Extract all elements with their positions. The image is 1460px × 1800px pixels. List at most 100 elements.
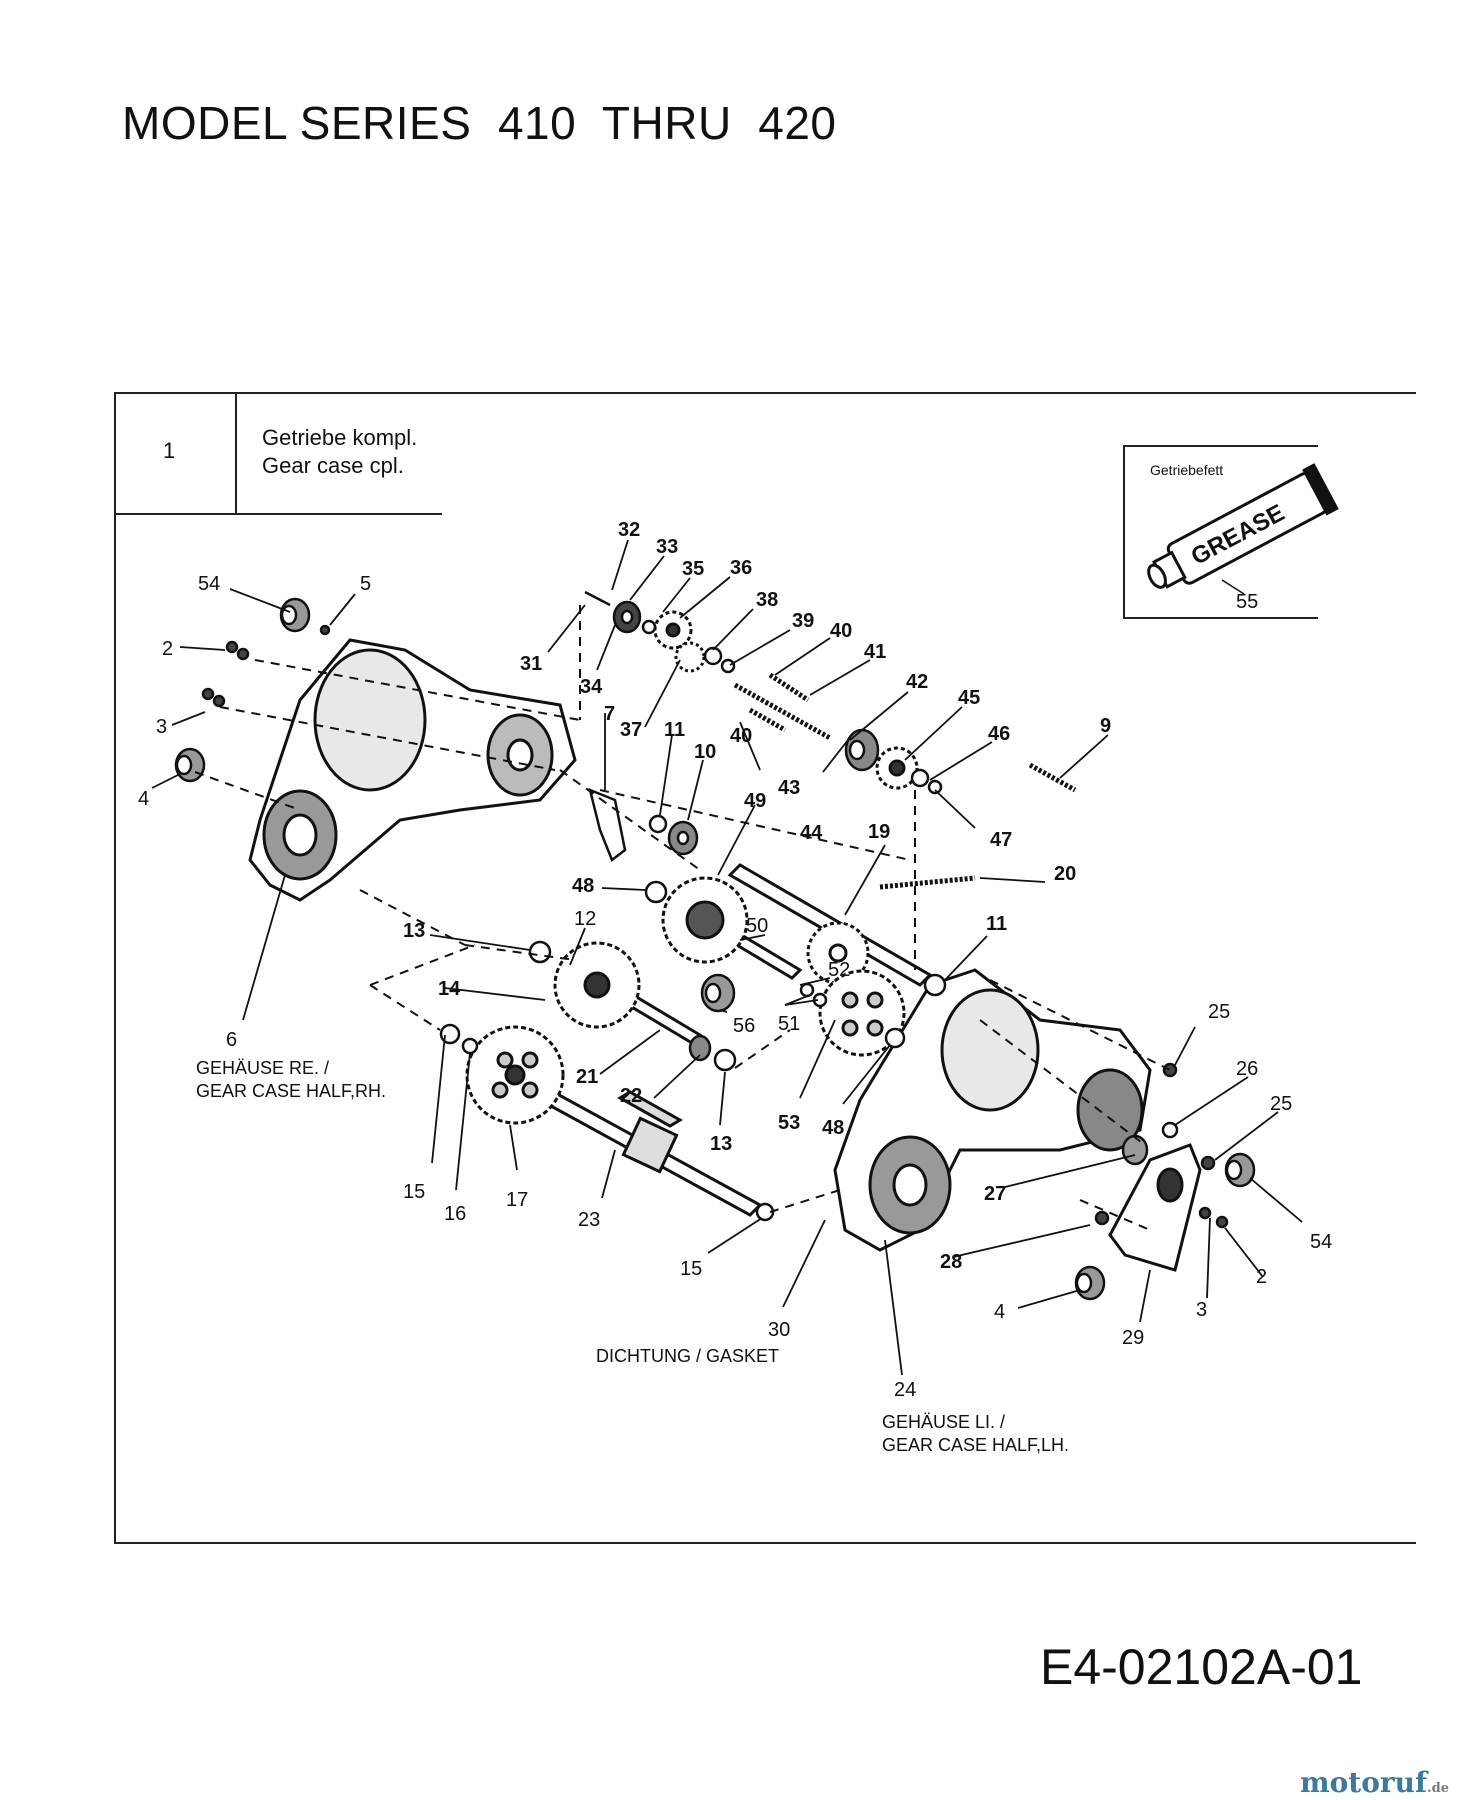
part-number-label: 39: [792, 610, 814, 632]
bolt-31: [584, 590, 611, 607]
gear-37: [674, 641, 706, 673]
part-number-label: 48: [572, 875, 594, 897]
part-number-label: 32: [618, 519, 640, 541]
caption-lh-line2: GEAR CASE HALF,LH.: [882, 1435, 1069, 1455]
gear-12: [553, 941, 641, 1029]
part-number-label: 2: [1256, 1266, 1267, 1288]
part-number-label: 28: [940, 1251, 962, 1273]
part-number-label: 46: [988, 723, 1010, 745]
part-number-label: 49: [744, 790, 766, 812]
part-number-label: 2: [162, 638, 173, 660]
page-title: MODEL SERIES 410 THRU 420: [122, 97, 837, 149]
gear-19: [806, 921, 870, 985]
part-number-label: 50: [746, 915, 768, 937]
part-number-label: 30: [768, 1319, 790, 1341]
part-number-label: 42: [906, 671, 928, 693]
part-number-label: 10: [694, 741, 716, 763]
part-number-label: 45: [958, 687, 980, 709]
gear-17: [465, 1025, 565, 1125]
part-number-label: 13: [403, 920, 425, 942]
document-id: E4-02102A-01: [1040, 1639, 1363, 1695]
part-number-55: 55: [1236, 591, 1258, 613]
assembly-lines: [194, 605, 1171, 1231]
part-number-label: 17: [506, 1189, 528, 1211]
part-number-label: 47: [990, 829, 1012, 851]
part-number-label: 40: [830, 620, 852, 642]
grease-box: GREASE 55: [1123, 445, 1339, 619]
part-number-label: 23: [578, 1209, 600, 1231]
legend-table-lines: [114, 392, 442, 515]
legend-row-text: Getriebe kompl. Gear case cpl.: [262, 424, 417, 480]
part-number-label: 27: [984, 1183, 1006, 1205]
part-number-label: 44: [800, 822, 823, 844]
legend-name-de: Getriebe kompl.: [262, 425, 418, 450]
part-number-label: 20: [1054, 863, 1076, 885]
part-number-label: 13: [710, 1133, 732, 1155]
part-number-label: 4: [994, 1301, 1005, 1323]
part-number-label: 24: [894, 1379, 916, 1401]
part-number-label: 15: [680, 1258, 702, 1280]
plate-29: [1108, 1143, 1202, 1272]
caption-rh-line2: GEAR CASE HALF,RH.: [196, 1081, 386, 1101]
part-number-label: 3: [1196, 1299, 1207, 1321]
part-number-label: 51: [778, 1013, 800, 1035]
part-number-label: 9: [1100, 715, 1111, 737]
gear-49: [661, 876, 749, 964]
part-number-label: 37: [620, 719, 642, 741]
part-number-label: 12: [574, 908, 596, 930]
part-number-label: 53: [778, 1112, 800, 1134]
part-number-label: 22: [620, 1085, 642, 1107]
legend-row-number: 1: [163, 438, 176, 463]
part-number-label: 26: [1236, 1058, 1258, 1080]
part-number-label: 41: [864, 641, 886, 663]
part-number-label: 19: [868, 821, 890, 843]
part-number-label: 15: [403, 1181, 425, 1203]
captions: GEHÄUSE RE. / GEAR CASE HALF,RH. DICHTUN…: [196, 1058, 1069, 1455]
watermark-logo: motoruf.de: [1300, 1766, 1449, 1799]
diagram-frame: [114, 392, 1416, 1544]
part-number-label: 56: [733, 1015, 755, 1037]
grease-box-title: Getriebefett: [1150, 462, 1224, 478]
grease-tube-icon: GREASE: [1147, 463, 1339, 589]
caption-lh-line1: GEHÄUSE LI. /: [882, 1412, 1005, 1432]
part-number-label: 40: [730, 725, 752, 747]
caption-rh-line1: GEHÄUSE RE. /: [196, 1058, 329, 1078]
part-number-label: 34: [580, 676, 603, 698]
part-number-label: 33: [656, 536, 678, 558]
part-number-label: 54: [1310, 1231, 1332, 1253]
watermark-brand: motoruf: [1300, 1766, 1428, 1799]
part-number-label: 6: [226, 1029, 237, 1051]
part-number-label: 54: [198, 573, 220, 595]
gear-case-half-lh: [833, 968, 1152, 1252]
legend-name-en: Gear case cpl.: [262, 453, 404, 478]
part-number-label: 25: [1270, 1093, 1292, 1115]
part-number-label: 36: [730, 557, 752, 579]
part-number-label: 11: [664, 719, 685, 741]
springs-and-pins: [733, 672, 1077, 890]
gear-53: [818, 969, 906, 1057]
part-number-label: 31: [520, 653, 542, 675]
part-number-label: 38: [756, 589, 778, 611]
part-number-label: 11: [986, 913, 1007, 935]
part-number-label: 3: [156, 716, 167, 738]
part-number-label: 14: [438, 978, 461, 1000]
part-number-label: 16: [444, 1203, 466, 1225]
part-number-label: 5: [360, 573, 371, 595]
gear-case-half-rh: [248, 638, 577, 902]
part-number-label: 7: [604, 703, 615, 725]
gear-35: [653, 610, 693, 650]
caption-gasket: DICHTUNG / GASKET: [596, 1346, 779, 1366]
part-number-label: 48: [822, 1117, 844, 1139]
gears: [465, 610, 919, 1125]
part-number-label: 4: [138, 788, 149, 810]
part-number-label: 25: [1208, 1001, 1230, 1023]
part-number-label: 21: [576, 1066, 598, 1088]
leader-lines: [151, 539, 1303, 1376]
part-number-label: 35: [682, 558, 704, 580]
part-number-label: 52: [828, 959, 850, 981]
part-number-label: 29: [1122, 1327, 1144, 1349]
bracket-7: [588, 787, 627, 862]
